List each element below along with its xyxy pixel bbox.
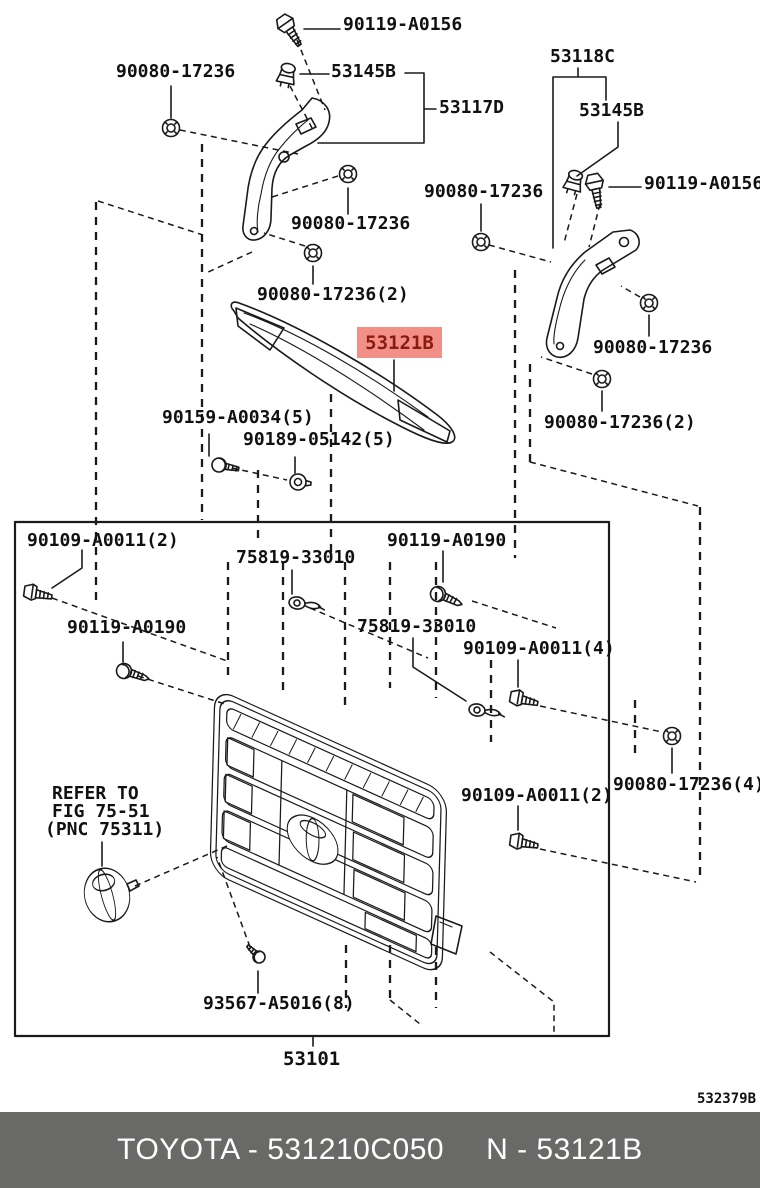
part-number-label: 90080-17236 — [116, 61, 236, 82]
refer-note-line2: FIG 75-51 — [52, 801, 150, 822]
screw-90119-a0190 — [427, 583, 466, 610]
nut-90080-17236 — [338, 164, 358, 184]
clip-75819-33010 — [287, 594, 327, 615]
screw-93567-a5016 — [242, 941, 269, 967]
dashed-leader-lines — [51, 39, 697, 948]
bolt-90109-a0011 — [508, 831, 540, 853]
part-number-label: 53145B — [579, 100, 645, 121]
bolt-90109-a0011 — [22, 582, 54, 604]
left-stay-bracket — [242, 97, 331, 241]
leader-lines — [51, 28, 673, 994]
nut-90080-17236 — [161, 118, 181, 138]
toyota-emblem-part — [77, 862, 140, 928]
part-number-label: 90119-A0156 — [343, 14, 463, 35]
grille-toyota-emblem — [285, 805, 340, 874]
part-number-label: 90080-17236 — [424, 181, 544, 202]
part-number-label: 90159-A0034(5) — [162, 407, 314, 428]
part-number-label: 75819-33010 — [236, 547, 356, 568]
bolt-90119-a0156-top — [272, 10, 309, 51]
part-number-label: 53118C — [550, 46, 616, 67]
footer-part-ref: N - 53121B — [486, 1133, 643, 1166]
catalog-figure-number: 532379B — [697, 1091, 757, 1107]
grille-molding-part-53121b — [230, 301, 456, 444]
nut-90080-17236 — [471, 232, 491, 252]
part-number-label: 53117D — [439, 97, 505, 118]
main-part-number-label: 53101 — [283, 1048, 341, 1070]
part-number-label: 53145B — [331, 61, 397, 82]
part-number-label: 90080-17236(2) — [257, 284, 409, 305]
part-number-label: 90080-17236(4) — [613, 774, 760, 795]
clip-53145b-left — [274, 61, 299, 90]
part-number-label: 90109-A0011(4) — [463, 638, 615, 659]
radiator-grille-part-53101 — [209, 693, 463, 971]
part-number-label: 90189-05142(5) — [243, 429, 395, 450]
part-number-label: 90109-A0011(2) — [27, 530, 179, 551]
footer-bar: TOYOTA - 531210C050 N - 53121B — [0, 1112, 760, 1188]
nut-90080-17236 — [592, 369, 612, 389]
nut-90080-17236 — [303, 243, 323, 263]
nut-90080-17236 — [639, 293, 659, 313]
highlighted-part-number[interactable]: 53121B — [357, 327, 442, 358]
part-number-label: 90080-17236 — [593, 337, 713, 358]
footer-part-code: TOYOTA - 531210C050 — [117, 1133, 445, 1166]
part-number-label: 90109-A0011(2) — [461, 785, 613, 806]
projection-lines — [94, 144, 702, 1034]
part-number-label: 90119-A0190 — [67, 617, 187, 638]
right-stay-bracket — [545, 229, 640, 359]
part-number-label: 75819-33010 — [357, 616, 477, 637]
refer-note-line1: REFER TO — [52, 783, 139, 804]
part-number-label: 90119-A0156 — [644, 173, 760, 194]
part-number-label: 93567-A5016(8) — [203, 993, 355, 1014]
part-number-label: 90119-A0190 — [387, 530, 507, 551]
assembly-box-outline — [13, 520, 611, 1038]
nut-90080-17236 — [662, 726, 682, 746]
clip-75819-33010 — [467, 701, 507, 722]
part-number-label: 90080-17236(2) — [544, 412, 696, 433]
bolt-90109-a0011 — [508, 687, 541, 711]
screw-90119-a0190 — [114, 661, 152, 685]
screw-90159-a0034 — [210, 456, 241, 476]
bolt-90119-a0156-right — [583, 171, 610, 211]
part-number-label: 90080-17236 — [291, 213, 411, 234]
refer-note-line3: (PNC 75311) — [45, 819, 165, 840]
grommet-90189-05142 — [288, 472, 313, 492]
